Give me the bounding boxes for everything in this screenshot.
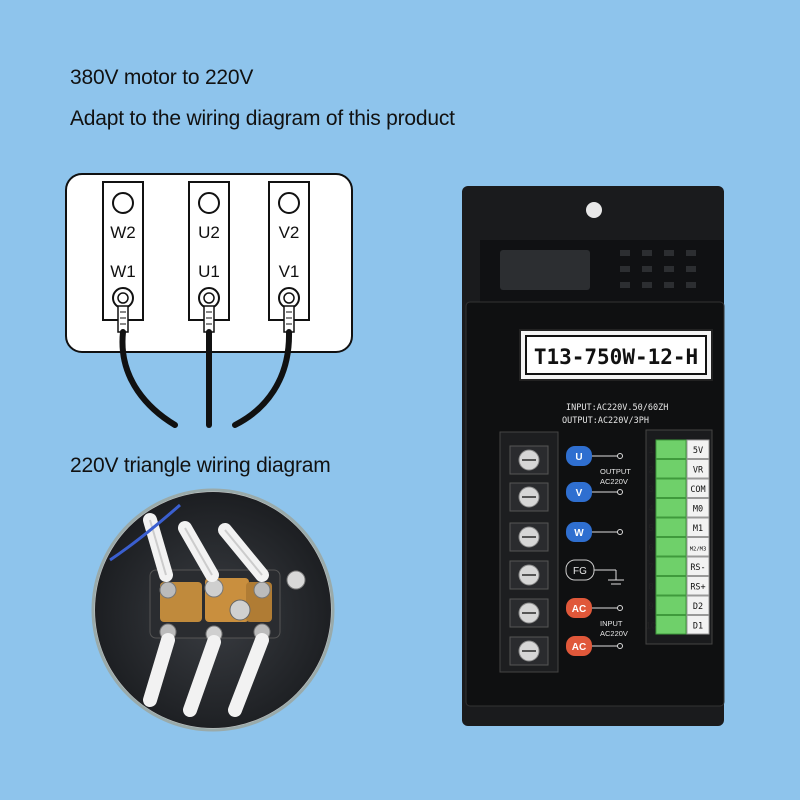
control-terminal-screw	[655, 439, 687, 459]
terminal-label-bottom: U1	[198, 262, 220, 281]
terminal-hole	[198, 192, 220, 214]
control-terminal-screw	[655, 537, 687, 557]
terminal-number: 7	[648, 562, 653, 572]
input-spec: INPUT:AC220V.50/60ZH	[566, 403, 668, 413]
model-label: T13-750W-12-H	[534, 345, 698, 369]
control-terminal-screw	[655, 615, 687, 635]
control-terminal-label: COM	[690, 485, 705, 495]
terminal-hole	[112, 192, 134, 214]
control-terminal-screw	[655, 478, 687, 498]
terminal-strip-v: V2 V1	[268, 181, 310, 333]
badge-u: U	[566, 446, 623, 466]
badge-w: W	[566, 522, 623, 542]
terminal-label-bottom: W1	[110, 262, 136, 281]
mounting-hole	[586, 202, 602, 218]
wires	[119, 329, 293, 428]
terminal-number: 4	[648, 504, 653, 514]
control-terminal-label: VR	[693, 466, 704, 476]
output-voltage-label: AC220V	[600, 477, 628, 486]
control-terminal-screw	[655, 517, 687, 537]
control-terminal-screw	[655, 576, 687, 596]
terminal-screws	[509, 445, 549, 666]
badge-fg: FG	[565, 559, 624, 585]
input-label: INPUT	[600, 619, 623, 628]
control-terminal-screw	[655, 556, 687, 576]
control-terminal-label: 5V	[693, 446, 703, 456]
control-terminal-screw	[655, 498, 687, 518]
badge-ac-1: AC	[566, 598, 623, 618]
badge-v: V	[566, 482, 623, 502]
svg-text:W: W	[574, 528, 584, 539]
caption-adapt-wiring: Adapt to the wiring diagram of this prod…	[70, 107, 455, 130]
output-spec: OUTPUT:AC220V/3PH	[562, 416, 649, 426]
terminal-strip-u: U2 U1	[188, 181, 230, 333]
terminal-number: 9	[648, 601, 653, 611]
terminal-strip-w: W2 W1	[102, 181, 144, 333]
control-terminal-label: RS-	[690, 563, 705, 573]
wire-w	[119, 329, 178, 428]
terminal-number: 8	[648, 582, 653, 592]
caption-motor-conversion: 380V motor to 220V	[70, 66, 254, 89]
terminal-hole	[278, 192, 300, 214]
control-terminal-screw	[655, 459, 687, 479]
badge-ac-2: AC	[566, 636, 623, 656]
terminal-number: 3	[648, 484, 653, 494]
control-terminal-label: M0	[693, 505, 703, 515]
svg-text:FG: FG	[573, 566, 587, 577]
svg-text:AC: AC	[572, 642, 586, 653]
svg-text:V: V	[576, 488, 583, 499]
terminal-label-top: W2	[110, 223, 136, 242]
terminal-number: 2	[648, 465, 653, 475]
control-terminal-label: D1	[693, 622, 703, 632]
terminal-label-top: U2	[198, 223, 220, 242]
terminal-label-top: V2	[279, 223, 300, 242]
svg-text:AC: AC	[572, 604, 586, 615]
wire-v	[232, 329, 293, 428]
control-terminal-label: M2/M3	[690, 547, 707, 553]
control-terminal-label: RS+	[690, 583, 705, 593]
caption-triangle-wiring: 220V triangle wiring diagram	[70, 454, 331, 477]
terminal-label-bottom: V1	[279, 262, 300, 281]
svg-text:U: U	[575, 452, 582, 463]
output-label: OUTPUT	[600, 467, 631, 476]
terminal-number: 10	[646, 621, 656, 631]
terminal-number: 6	[648, 543, 653, 553]
control-terminal-label: D2	[693, 602, 703, 612]
terminal-number: 1	[648, 445, 653, 455]
input-voltage-label: AC220V	[600, 629, 628, 638]
control-terminal-label: M1	[693, 524, 703, 534]
terminal-number: 5	[648, 523, 653, 533]
control-terminal-screw	[655, 595, 687, 615]
